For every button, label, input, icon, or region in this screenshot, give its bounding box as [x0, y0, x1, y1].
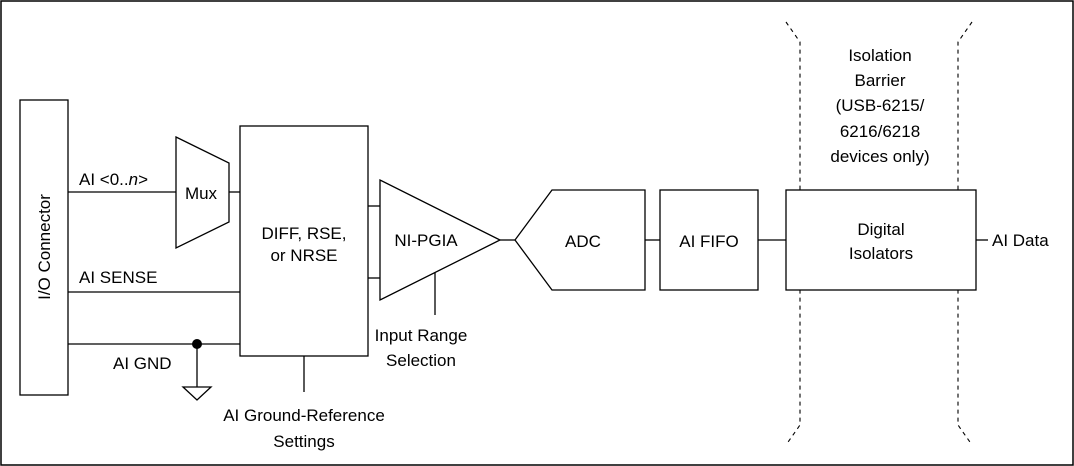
isolation-barrier-line3: (USB-6215/ — [836, 96, 925, 115]
ai-sense-label: AI SENSE — [79, 268, 157, 287]
isolators-label-line2: Isolators — [849, 244, 913, 263]
isolation-barrier-caption: Isolation Barrier (USB-6215/ 6216/6218 d… — [830, 46, 929, 166]
io-connector-block: I/O Connector — [19, 99, 69, 396]
ground-reference-label-line2: or NRSE — [270, 246, 337, 265]
ai-channels-label: AI <0..n> — [79, 170, 148, 189]
isolation-barrier-line1: Isolation — [848, 46, 911, 65]
input-range-caption-line2: Selection — [386, 351, 456, 370]
adc-block: ADC — [514, 189, 646, 291]
ground-reference-caption-line2: Settings — [273, 432, 334, 451]
pgia-amplifier-block: NI-PGIA — [379, 178, 502, 302]
adc-label: ADC — [565, 232, 601, 251]
io-connector-label: I/O Connector — [35, 194, 54, 300]
fifo-label: AI FIFO — [679, 232, 739, 251]
fifo-block: AI FIFO — [659, 189, 759, 291]
signal-wires — [68, 191, 988, 392]
mux-block: Mux — [175, 135, 230, 250]
isolation-barrier-line5: devices only) — [830, 147, 929, 166]
ground-symbol-icon — [181, 339, 213, 401]
mux-label: Mux — [185, 184, 218, 203]
ai-gnd-label: AI GND — [113, 354, 172, 373]
isolation-barrier-line2: Barrier — [854, 71, 905, 90]
isolation-barrier-line4: 6216/6218 — [840, 122, 920, 141]
ground-reference-label-line1: DIFF, RSE, — [261, 224, 346, 243]
digital-isolators-block: Digital Isolators — [785, 189, 977, 291]
ground-reference-caption-line1: AI Ground-Reference — [223, 406, 385, 425]
isolation-barrier-boundary — [785, 21, 973, 446]
ground-reference-block: DIFF, RSE, or NRSE — [239, 125, 369, 357]
ai-data-label: AI Data — [992, 231, 1049, 250]
isolators-label-line1: Digital — [857, 220, 904, 239]
input-range-caption-line1: Input Range — [375, 326, 468, 345]
pgia-label: NI-PGIA — [394, 231, 458, 250]
